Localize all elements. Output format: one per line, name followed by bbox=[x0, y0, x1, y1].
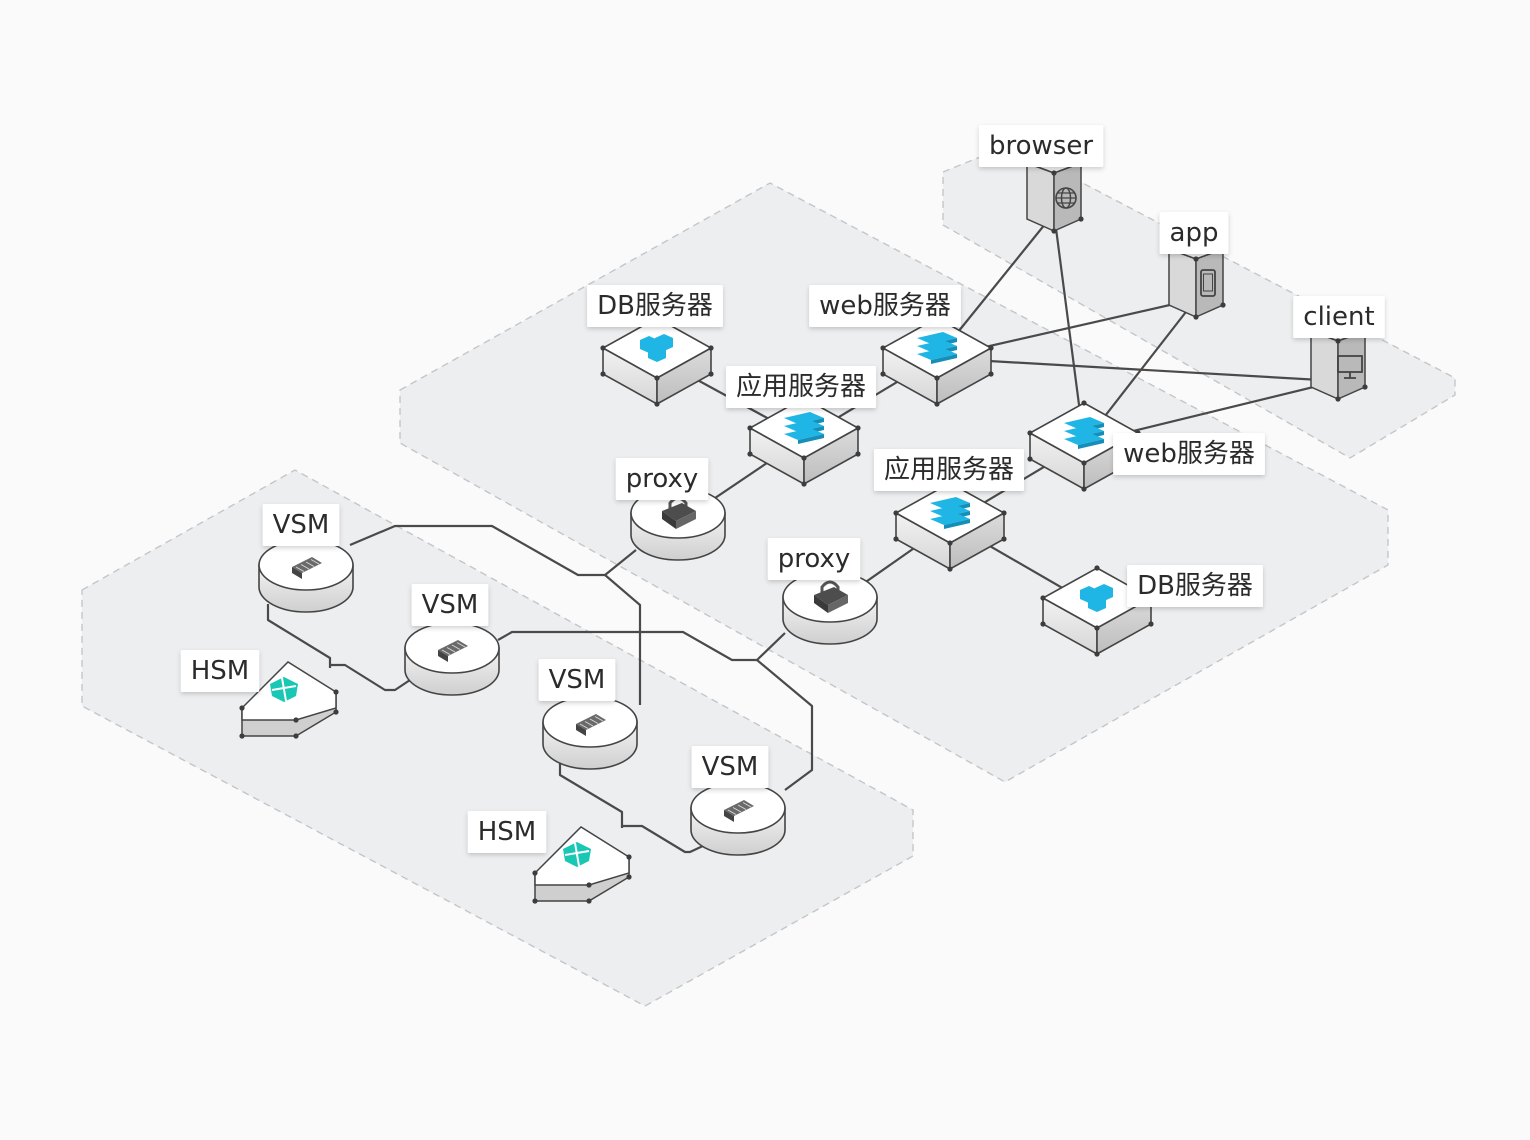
shield-icon bbox=[270, 677, 298, 702]
database-icon bbox=[640, 334, 673, 362]
node-label-web-2: web服务器 bbox=[1113, 433, 1265, 475]
link-vsm-2-to-hsm-1 bbox=[330, 663, 411, 692]
node-label-vsm-3: VSM bbox=[538, 659, 616, 701]
node-label-db-2: DB服务器 bbox=[1127, 565, 1263, 607]
database-icon bbox=[1080, 584, 1113, 612]
link-proxy-1-to-vsm-1 bbox=[349, 524, 605, 577]
node-vsm-1[interactable] bbox=[258, 539, 354, 613]
label-text: HSM bbox=[191, 656, 250, 686]
label-text: VSM bbox=[422, 590, 479, 620]
node-db-2[interactable] bbox=[1040, 565, 1154, 657]
globe-icon bbox=[1055, 187, 1077, 209]
node-label-proxy-2: proxy bbox=[767, 538, 861, 580]
node-label-db-1: DB服务器 bbox=[587, 285, 723, 327]
label-text: HSM bbox=[478, 817, 537, 847]
link-proxy-2-to-vsm-2 bbox=[497, 630, 786, 662]
label-text: web服务器 bbox=[819, 291, 951, 321]
node-vsm-3[interactable] bbox=[542, 696, 638, 770]
storage-icon bbox=[292, 557, 322, 579]
label-text: DB服务器 bbox=[597, 291, 713, 321]
label-text: browser bbox=[989, 131, 1093, 161]
storage-icon bbox=[724, 800, 754, 822]
link-vsm-4-to-hsm-2 bbox=[622, 824, 706, 854]
label-text: VSM bbox=[702, 752, 759, 782]
label-text: app bbox=[1170, 218, 1219, 248]
monitor-icon bbox=[1337, 355, 1363, 379]
node-proxy-2[interactable] bbox=[782, 571, 878, 645]
link-proxy-2-to-vsm-4 bbox=[756, 659, 814, 791]
node-label-vsm-4: VSM bbox=[691, 746, 769, 788]
node-label-proxy-1: proxy bbox=[615, 458, 709, 500]
label-text: 应用服务器 bbox=[884, 455, 1014, 485]
node-label-client: client bbox=[1293, 296, 1385, 338]
storage-icon bbox=[438, 640, 468, 662]
node-appsrv-2[interactable] bbox=[893, 480, 1007, 572]
label-text: DB服务器 bbox=[1137, 571, 1253, 601]
label-text: proxy bbox=[626, 464, 699, 494]
node-label-appsrv-2: 应用服务器 bbox=[873, 449, 1025, 491]
node-label-hsm-2: HSM bbox=[467, 811, 547, 853]
link-proxy-1-to-vsm-3 bbox=[603, 549, 642, 705]
node-label-web-1: web服务器 bbox=[809, 285, 961, 327]
link-client-to-web-1 bbox=[936, 356, 1339, 383]
server-rack-icon bbox=[784, 412, 824, 444]
node-hsm-2[interactable] bbox=[532, 826, 632, 904]
node-label-browser: browser bbox=[978, 125, 1104, 167]
node-label-vsm-1: VSM bbox=[262, 504, 340, 546]
node-proxy-1[interactable] bbox=[630, 487, 726, 561]
lock-icon bbox=[814, 580, 848, 613]
label-text: 应用服务器 bbox=[736, 372, 866, 402]
server-rack-icon bbox=[1064, 417, 1104, 449]
server-rack-icon bbox=[930, 497, 970, 529]
node-label-appsrv-1: 应用服务器 bbox=[725, 366, 877, 408]
node-label-vsm-2: VSM bbox=[411, 584, 489, 626]
label-text: VSM bbox=[273, 510, 330, 540]
node-web-1[interactable] bbox=[880, 315, 994, 407]
tablet-icon bbox=[1200, 269, 1216, 297]
label-text: client bbox=[1303, 302, 1374, 332]
storage-icon bbox=[576, 714, 606, 736]
node-label-hsm-1: HSM bbox=[180, 650, 260, 692]
node-db-1[interactable] bbox=[600, 315, 714, 407]
label-text: VSM bbox=[549, 665, 606, 695]
link-vsm-1-to-hsm-1 bbox=[266, 604, 332, 668]
shield-icon bbox=[563, 842, 591, 867]
node-vsm-4[interactable] bbox=[690, 782, 786, 856]
server-rack-icon bbox=[917, 332, 957, 364]
label-text: web服务器 bbox=[1123, 439, 1255, 469]
link-vsm-3-to-hsm-2 bbox=[558, 760, 624, 828]
node-hsm-1[interactable] bbox=[239, 661, 339, 739]
node-label-app: app bbox=[1159, 212, 1229, 254]
label-text: proxy bbox=[778, 544, 851, 574]
nodes-layer bbox=[239, 152, 1368, 904]
node-vsm-2[interactable] bbox=[404, 622, 500, 696]
